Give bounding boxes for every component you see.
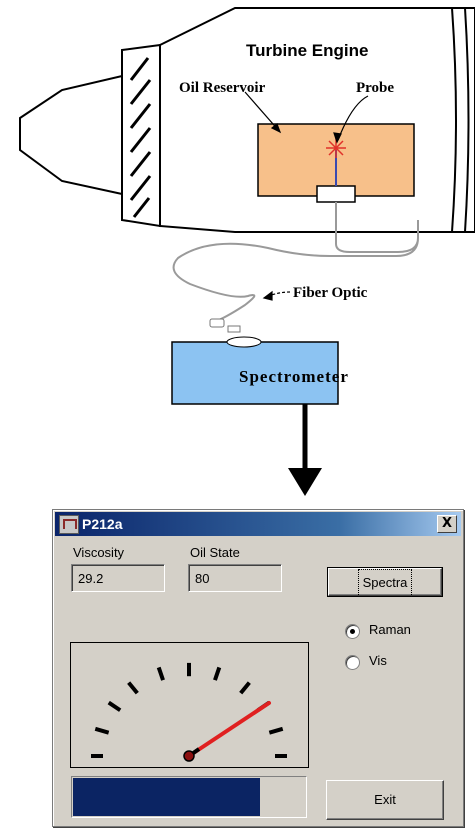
reservoir-arrow	[244, 91, 282, 134]
spectrometer-box	[171, 341, 339, 405]
gauge-tick	[268, 726, 284, 735]
probe-label: Probe	[356, 80, 394, 96]
close-button[interactable]: X	[437, 515, 457, 533]
probe-body	[316, 185, 356, 203]
gauge-needle	[187, 701, 271, 758]
gauge-tick	[213, 666, 222, 681]
fiber-optic-cable	[172, 202, 419, 323]
gauge-tick	[127, 681, 139, 695]
reservoir-label: Oil Reservoir	[179, 80, 266, 96]
radio-vis-label[interactable]: Vis	[369, 653, 387, 668]
down-arrow-icon	[288, 404, 322, 496]
progress-bar	[71, 776, 307, 818]
app-icon	[59, 515, 79, 534]
oil-state-field: 80	[188, 564, 282, 592]
gauge-pivot	[183, 750, 195, 762]
progress-fill	[73, 778, 260, 816]
oil-state-label: Oil State	[190, 545, 240, 560]
turbine-oil-diagram: Turbine Engine Oil Reservoir Probe Fiber…	[19, 7, 475, 496]
spectrometer-port	[226, 336, 262, 348]
exit-button[interactable]: Exit	[326, 780, 444, 820]
spectra-button[interactable]: Spectra	[327, 567, 443, 597]
viscosity-label: Viscosity	[73, 545, 125, 560]
spectrometer-label: Spectrometer	[239, 367, 349, 386]
gauge-tick	[107, 700, 122, 712]
title-bar[interactable]: P212a X	[55, 512, 461, 536]
gauge-tick	[239, 681, 251, 695]
fiber-arrow	[262, 290, 291, 301]
viscosity-field: 29.2	[71, 564, 165, 592]
oil-state-gauge	[70, 642, 309, 768]
radio-raman-circle[interactable]	[345, 624, 360, 639]
probe-arrow	[333, 95, 369, 144]
probe-star-icon	[326, 138, 346, 158]
spectra-button-label: Spectra	[357, 569, 413, 597]
gauge-tick	[94, 726, 110, 735]
engine-label: Turbine Engine	[246, 41, 368, 60]
p212a-window: P212a X Viscosity 29.2 Oil State 80 Spec…	[52, 509, 464, 827]
radio-vis-circle[interactable]	[345, 655, 360, 670]
gauge-tick	[156, 666, 165, 681]
engine-hatch-lines	[129, 57, 152, 218]
window-title: P212a	[82, 516, 123, 532]
fiber-connector	[209, 318, 241, 333]
gauge-dial	[91, 662, 287, 762]
radio-raman-label[interactable]: Raman	[369, 622, 411, 637]
fiber-optic-label: Fiber Optic	[293, 285, 368, 301]
